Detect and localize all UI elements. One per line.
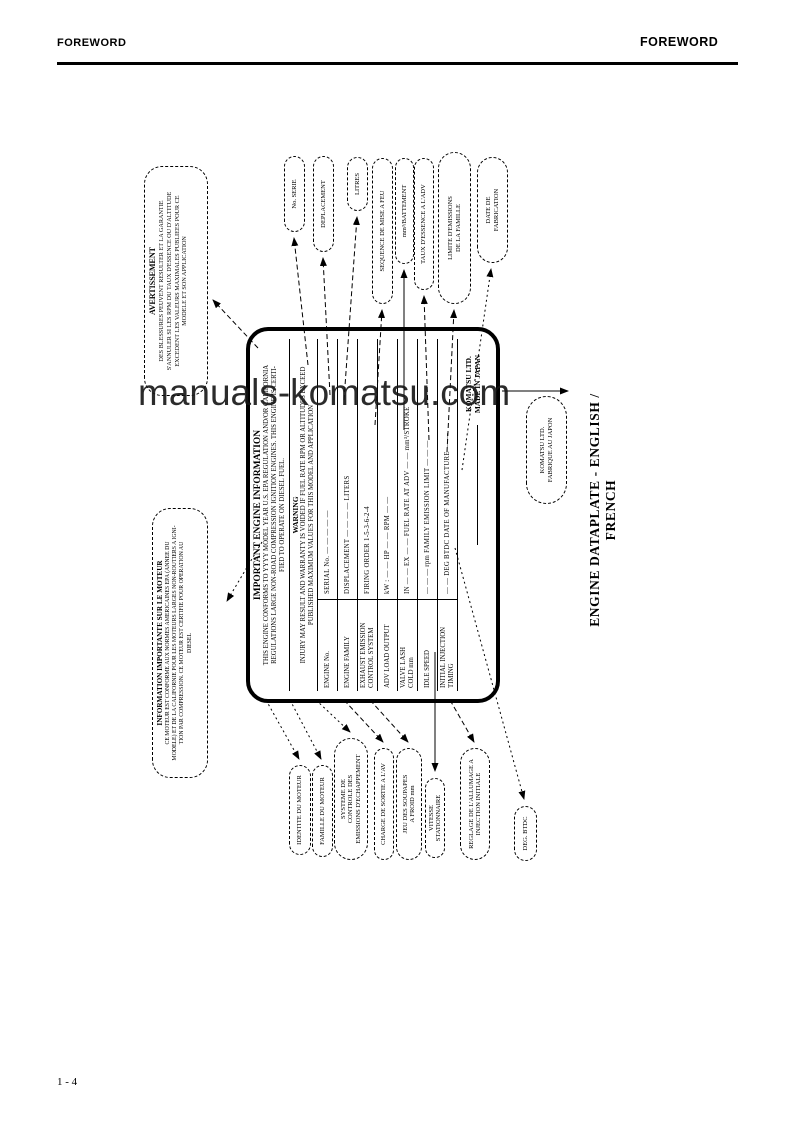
callout-famille-moteur: FAMILLE DU MOTEUR xyxy=(312,765,333,857)
callout-deplacement: DEPLACEMENT xyxy=(313,156,334,252)
row-label: EXHAUST EMISSION CONTROL SYSTEM xyxy=(358,599,378,691)
callout-avertissement: AVERTISSEMENT DES BLESSURES PEUVENT RESU… xyxy=(144,166,208,396)
information-body: CE MOTEUR EST CONFORME AUX NORMES AMERIC… xyxy=(165,525,193,761)
watermark: manuals-komatsu.com xyxy=(138,372,511,413)
row-label: IDLE SPEED xyxy=(418,599,438,691)
header-rule xyxy=(57,62,738,65)
callout-reglage-allumage-injection: REGLAGE DE L'ALLUMAGE A INJECTION INITIA… xyxy=(460,748,490,860)
row-label: INITIAL INJECTION TIMING xyxy=(438,599,458,691)
callout-deg-btdc: DEG. BTDC xyxy=(514,806,537,861)
figure-caption: ENGINE DATAPLATE - ENGLISH / FRENCH xyxy=(587,393,618,627)
callout-limite-emissions-famille: LIMITE D'EMISSIONS DE LA FAMILLE xyxy=(438,152,471,304)
avertissement-title: AVERTISSEMENT xyxy=(148,246,157,316)
header-right: FOREWORD xyxy=(640,35,719,49)
row-label: ENGINE No. xyxy=(318,599,338,691)
callout-identite-moteur: IDENTITE DU MOTEUR xyxy=(289,765,311,855)
callout-taux-essence-adv: TAUX D'ESSENCE A L'ADV xyxy=(414,158,434,290)
information-title: INFORMATION IMPORTANTE SUR LE MOTEUR xyxy=(156,560,164,726)
row-label: ENGINE FAMILY xyxy=(338,599,358,691)
callout-systeme-controle-emissions: SYSTEME DE CONTROLE DES EMISSIONS D'ECHA… xyxy=(334,738,368,860)
callout-sequence-mise-a-feu: SEQUENCE DE MISE A FEU xyxy=(372,158,393,304)
callout-jeu-soupapes-froid: JEU DES SOUPAPES A FROID mm xyxy=(396,748,422,860)
row-label: ADV LOAD OUTPUT xyxy=(378,599,398,691)
avertissement-body: DES BLESSURES PEUVENT RESULTER ET LA GAR… xyxy=(158,191,189,371)
row-label: VALVE LASH COLD mm xyxy=(398,599,418,691)
callout-no-serie: No. SERIE xyxy=(284,156,305,232)
callout-charge-sortie-adv: CHARGE DE SORTIE A L'AV xyxy=(374,748,394,860)
page-number: 1 - 4 xyxy=(57,1076,78,1088)
callout-date-fabrication: DATE DE FABRICATION xyxy=(477,157,508,263)
callout-komatsu-fabrique-au-japon: KOMATSU LTD. FABRIQUE AU JAPON xyxy=(526,396,567,504)
callout-vitesse-stationnaire: VITESSE STATIONNAIRE xyxy=(425,778,445,858)
footer-blank-line xyxy=(477,425,479,546)
callout-mm3-battement: mm³/BATTEMENT xyxy=(395,158,414,264)
callout-litres: LITRES xyxy=(347,157,368,211)
header-left: FOREWORD xyxy=(57,37,127,49)
callout-information-moteur: INFORMATION IMPORTANTE SUR LE MOTEUR CE … xyxy=(152,508,208,778)
